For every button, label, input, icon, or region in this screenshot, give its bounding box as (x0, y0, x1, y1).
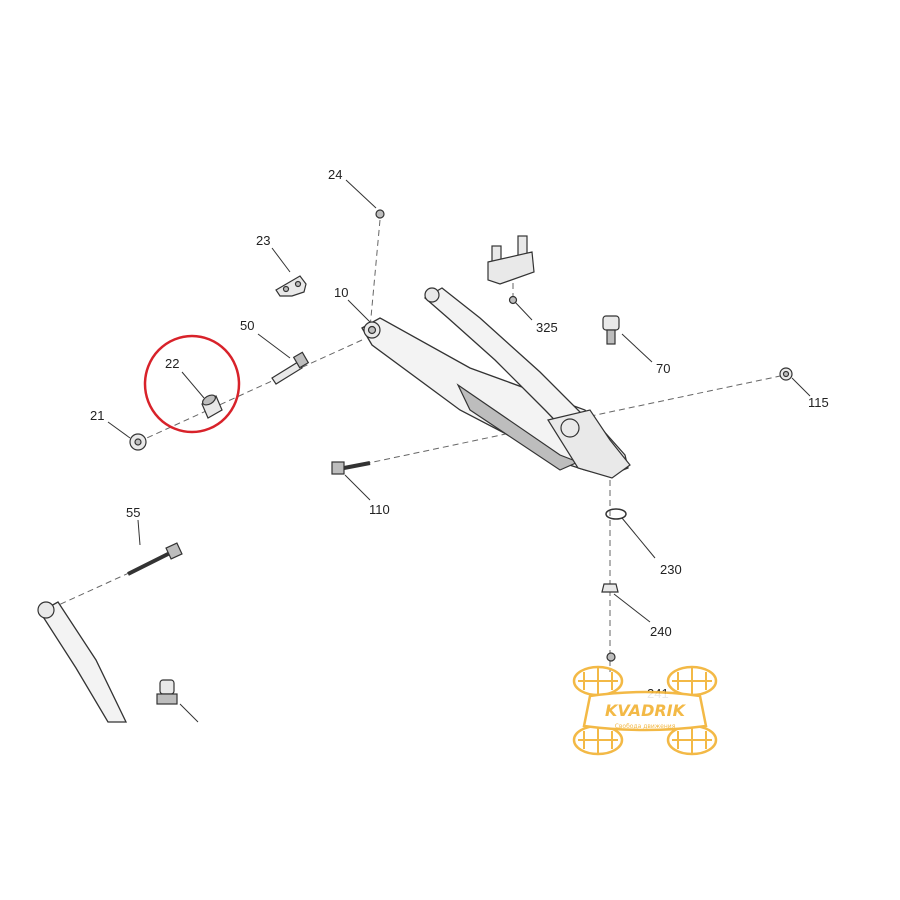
callout-230: 230 (660, 562, 682, 577)
leader-lines (107, 179, 811, 623)
cotter-pin-241 (606, 652, 616, 662)
lower-ball-joint-leader (179, 703, 199, 723)
leader-55 (137, 519, 141, 546)
callout-24: 24 (328, 167, 342, 182)
bracket-nut (508, 295, 518, 305)
callout-325: 325 (536, 320, 558, 335)
ball-joint-70-stud (606, 329, 616, 345)
callout-23: 23 (256, 233, 270, 248)
lower-ball-joint-body (159, 679, 175, 695)
bolt-110-head (331, 461, 345, 475)
leader-10 (347, 299, 371, 323)
callout-10: 10 (334, 285, 348, 300)
ball-joint-70 (602, 315, 620, 345)
bolt-50 (271, 351, 310, 385)
nut-115 (779, 367, 793, 381)
leader-325 (514, 301, 533, 321)
axis-24 (369, 219, 381, 329)
sleeve-22 (201, 394, 223, 419)
leader-115 (791, 377, 811, 397)
bolt-55 (127, 542, 183, 576)
lower-ball-joint-base (156, 693, 178, 705)
bolt-110-shank (343, 461, 371, 470)
bolt-110 (331, 461, 371, 475)
leader-110 (344, 474, 371, 501)
nut-240 (601, 583, 619, 593)
kvadrik-watermark: KVADRIK Свобода движения (572, 665, 718, 756)
clip-hole-2 (294, 280, 302, 288)
ball-joint-70-body (602, 315, 620, 331)
axis-pivot-front (137, 339, 363, 443)
watermark-brand: KVADRIK (605, 701, 687, 720)
bushing-21-hole (134, 438, 142, 446)
lower-ball-joint (156, 679, 199, 723)
leader-22 (181, 371, 205, 399)
bracket-325 (487, 235, 535, 305)
leader-24 (345, 179, 377, 209)
highlight-ring (143, 334, 241, 434)
clip-body (275, 275, 307, 297)
callout-115: 115 (808, 395, 829, 410)
callout-50: 50 (240, 318, 254, 333)
lower-arm-bushing (37, 601, 55, 619)
leader-70 (621, 333, 653, 363)
bolt-55-head (165, 542, 183, 560)
leader-21 (107, 421, 131, 439)
nut-115-hole (782, 370, 790, 378)
callout-110: 110 (369, 502, 390, 517)
a-arm-rear-bushing (424, 287, 440, 303)
bolt-50-shank (271, 361, 303, 385)
assembly-axes (51, 219, 786, 672)
leader-50 (257, 333, 291, 359)
a-arm-shock-mount (560, 418, 580, 438)
a-arm-web (456, 383, 580, 471)
lower-arm-member (39, 601, 128, 723)
leader-23 (271, 247, 291, 273)
callout-labels: 24 23 10 50 22 21 325 70 115 110 230 240… (90, 167, 829, 701)
callout-22: 22 (165, 356, 179, 371)
watermark-slogan: Свобода движения (615, 723, 676, 730)
callout-55: 55 (126, 505, 140, 520)
bolt-55-shank (127, 550, 173, 576)
clip-23 (275, 275, 307, 297)
bracket-plate (487, 251, 535, 285)
lower-arm (37, 601, 128, 723)
callout-21: 21 (90, 408, 104, 423)
bushing-21 (129, 433, 147, 451)
clip-hole-1 (282, 285, 290, 293)
callout-70: 70 (656, 361, 670, 376)
leader-240 (613, 593, 651, 623)
washer-230 (605, 508, 627, 520)
a-arm-10 (361, 287, 631, 479)
a-arm-front-bushing-hole (367, 325, 377, 335)
callout-240: 240 (650, 624, 672, 639)
tire-icon (572, 665, 718, 756)
leader-230 (621, 517, 656, 559)
sleeve-22-end (202, 394, 216, 406)
bolt-50-head (292, 351, 310, 369)
nut-24 (375, 209, 385, 219)
